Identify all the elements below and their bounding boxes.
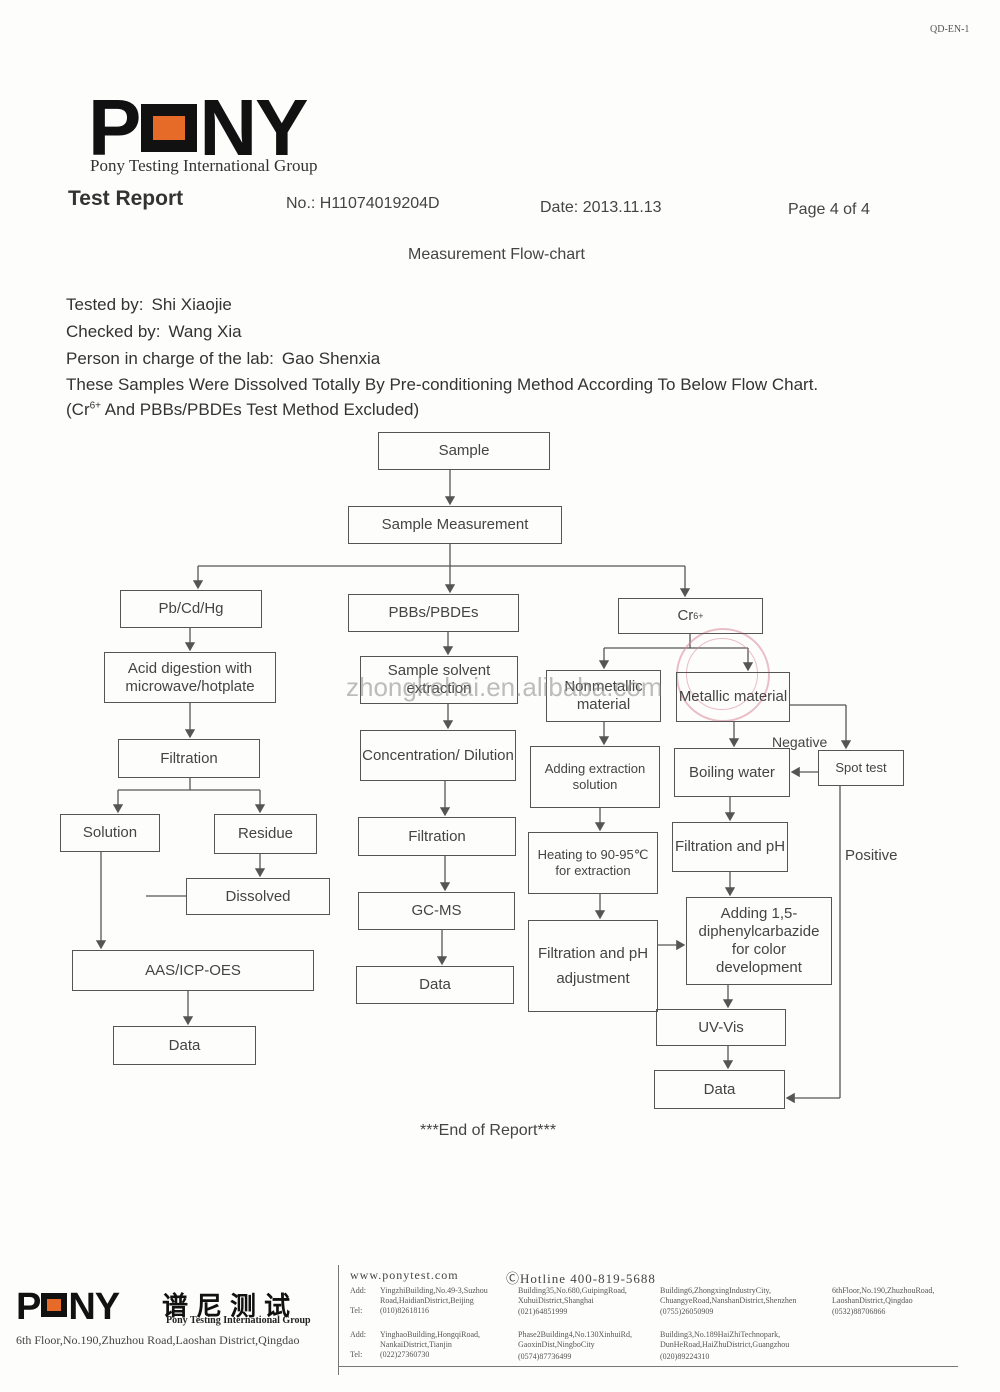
footer-office-6-tel: (0574)87736499	[518, 1352, 572, 1361]
footer-hotline: ⒸHotline 400-819-5688	[506, 1271, 656, 1286]
checked-by-label: Checked by:	[66, 322, 161, 341]
document-code: QD-EN-1	[930, 24, 970, 35]
footer-office-5-address: YinghaoBuilding,HongqiRoad, NankaiDistri…	[380, 1330, 480, 1349]
footer-office-5-add-label: Add:	[350, 1330, 366, 1339]
footer-office-1-tel: (010)82618116	[380, 1306, 430, 1315]
person-in-charge-label: Person in charge of the lab:	[66, 349, 274, 368]
footer-group-name: Pony Testing International Group	[166, 1315, 311, 1326]
box-boiling-water: Boiling water	[674, 748, 790, 797]
person-in-charge-value: Gao Shenxia	[281, 349, 381, 368]
tested-by-label: Tested by:	[66, 295, 144, 314]
footer-pony-logo: P NY	[16, 1286, 120, 1329]
watermark-text: zhongkehai.en.alibaba.com	[346, 672, 663, 702]
excluded-note: (Cr6+ And PBBs/PBDEs Test Method Exclude…	[66, 400, 419, 420]
box-concentration-dilution: Concentration/ Dilution	[360, 730, 516, 781]
excluded-note-sup: 6+	[89, 400, 102, 412]
box-nonmetallic: Nonmetallic material	[546, 670, 661, 722]
tested-by-value: Shi Xiaojie	[151, 295, 232, 314]
cr-symbol: Cr	[677, 607, 694, 624]
footer-office-2-tel: (021)64851999	[518, 1307, 568, 1316]
footer-website: www.ponytest.com	[350, 1268, 459, 1282]
box-sample-measurement: Sample Measurement	[348, 506, 562, 544]
footer-office-5-tel-label: Tel:	[350, 1350, 363, 1359]
footer-office-3-address: Building6,ZhongxingIndustryCity, Chuangy…	[660, 1286, 797, 1305]
box-solution: Solution	[60, 814, 160, 852]
box-gc-ms: GC-MS	[358, 892, 515, 930]
box-adding-extraction: Adding extraction solution	[530, 746, 660, 808]
box-filtration-ph-adjustment: Filtration and pH adjustment	[528, 920, 658, 1012]
footer-office-1-tel-label: Tel:	[350, 1306, 363, 1315]
flowchart-title: Measurement Flow-chart	[408, 246, 585, 263]
footer-horizontal-rule	[338, 1366, 958, 1367]
footer-office-2-address: Building35,No.680,GuipingRoad, XuhuiDist…	[518, 1286, 627, 1305]
box-heating: Heating to 90-95℃ for extraction	[528, 832, 658, 894]
report-title: Test Report	[68, 187, 184, 210]
footer-office-1-address: YingzhiBuilding,No.49-3,Suzhou Road,Haid…	[380, 1286, 488, 1305]
footer-office-6-address: Phase2Building4,No.130XinhuiRd, GaoxinDi…	[518, 1330, 633, 1349]
footer-chinese-name: 谱尼测试	[162, 1292, 299, 1321]
footer-office-1-add-label: Add:	[350, 1286, 366, 1295]
box-adding-dpc: Adding 1,5-diphenylcarbazide for color d…	[686, 897, 832, 985]
box-dissolved: Dissolved	[186, 878, 330, 915]
box-metallic: Metallic material	[676, 672, 790, 722]
footer-vertical-divider	[338, 1265, 339, 1375]
footer-office-5-tel: (022)27360730	[380, 1350, 430, 1359]
box-pb-cd-hg: Pb/Cd/Hg	[120, 590, 262, 628]
footer-logo-letters-ny: NY	[68, 1286, 120, 1328]
footer-office-4-address: 6thFloor,No.190,ZhuzhouRoad, LaoshanDist…	[832, 1286, 935, 1305]
box-acid-digestion: Acid digestion with microwave/hotplate	[104, 652, 276, 703]
report-number: No.: H11074019204D	[286, 195, 440, 212]
box-pbbs-pbdes: PBBs/PBDEs	[348, 594, 519, 632]
footer-office-7-tel: (020)89224310	[660, 1352, 710, 1361]
person-in-charge: Person in charge of the lab: Gao Shenxia	[66, 349, 380, 369]
box-solvent-extraction: Sample solvent extraction	[360, 656, 518, 704]
box-filtration-1: Filtration	[118, 739, 260, 778]
box-spot-test: Spot test	[818, 750, 904, 786]
label-positive: Positive	[845, 847, 898, 864]
box-sample: Sample	[378, 432, 550, 470]
box-residue: Residue	[214, 814, 317, 854]
box-data-3: Data	[654, 1070, 785, 1109]
checked-by: Checked by: Wang Xia	[66, 322, 242, 342]
box-uv-vis: UV-Vis	[656, 1009, 786, 1046]
box-aas-icp-oes: AAS/ICP-OES	[72, 950, 314, 991]
logo-letters-ny: NY	[199, 83, 308, 172]
cr-superscript: 6+	[693, 610, 704, 621]
report-date: Date: 2013.11.13	[540, 199, 662, 216]
pony-logo: P NY	[88, 82, 309, 174]
logo-o-mark	[141, 103, 198, 152]
box-data-2: Data	[356, 966, 514, 1004]
logo-letter-p: P	[88, 83, 141, 172]
footer-office-3-tel: (0755)26050909	[660, 1307, 714, 1316]
box-data-1: Data	[113, 1026, 256, 1065]
footer-logo-letter-p: P	[16, 1286, 41, 1328]
group-name: Pony Testing International Group	[90, 156, 318, 175]
label-negative: Negative	[772, 734, 828, 750]
tested-by: Tested by: Shi Xiaojie	[66, 295, 232, 315]
box-filtration-and-ph: Filtration and pH	[672, 822, 788, 872]
report-page: Page 4 of 4	[788, 201, 870, 218]
samples-note: These Samples Were Dissolved Totally By …	[66, 375, 819, 394]
end-of-report: ***End of Report***	[420, 1122, 557, 1139]
footer-office-4-tel: (0532)88706866	[832, 1307, 886, 1316]
footer-logo-o-mark	[41, 1292, 68, 1317]
box-filtration-2: Filtration	[358, 817, 516, 856]
footer-office-7-address: Building3,No.189HaiZhiTechnopark, DunHeR…	[660, 1330, 790, 1349]
excluded-note-post: And PBBs/PBDEs Test Method Excluded)	[101, 400, 420, 419]
footer-address: 6th Floor,No.190,Zhuzhou Road,Laoshan Di…	[16, 1333, 300, 1347]
checked-by-value: Wang Xia	[168, 322, 242, 341]
excluded-note-pre: (Cr	[66, 400, 90, 419]
